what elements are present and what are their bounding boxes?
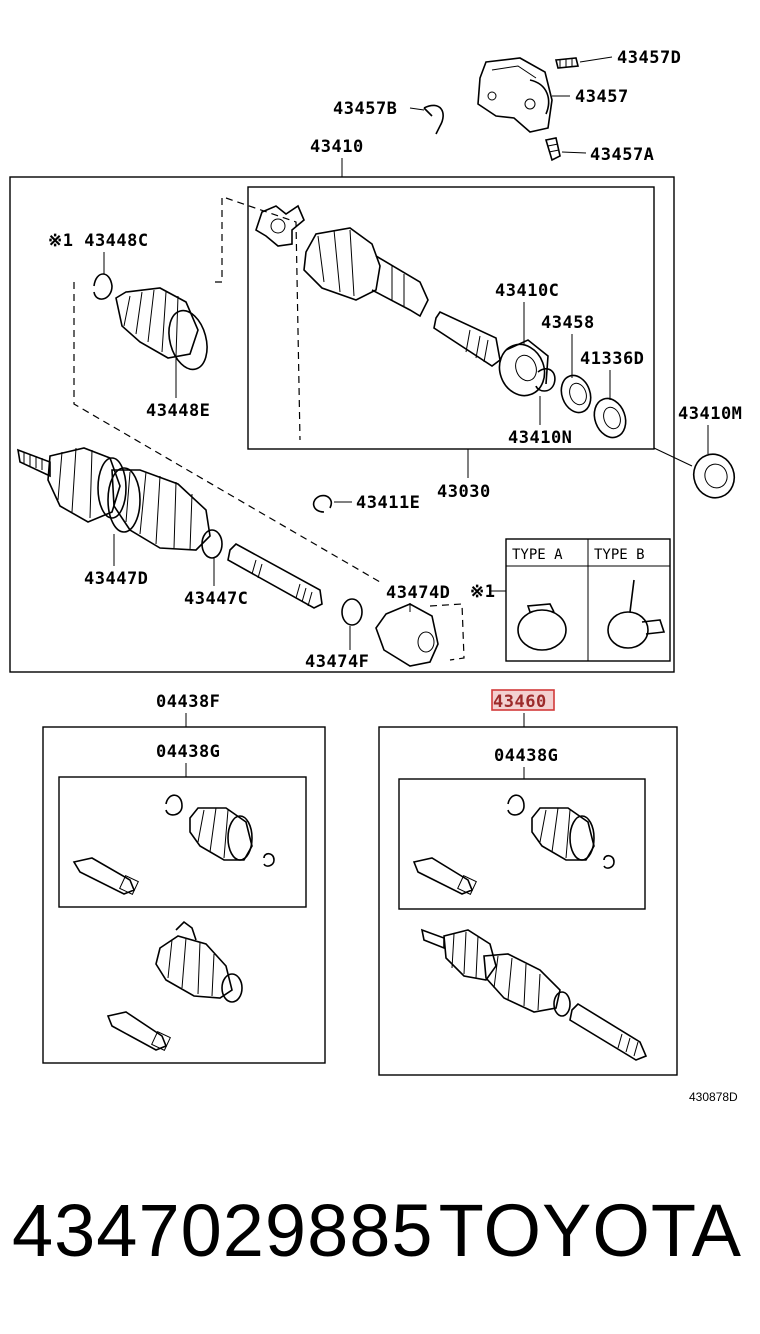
kit-box-04438F	[42, 726, 326, 1064]
label-43457D: 43457D	[617, 48, 681, 68]
outer-cv-joint	[16, 447, 127, 523]
label-43457A: 43457A	[590, 145, 654, 165]
seal-43410M	[692, 453, 736, 499]
label-43458: 43458	[541, 313, 595, 333]
bracket-assembly	[409, 56, 613, 162]
inner-box-43030	[247, 186, 655, 450]
bearing-housing-43410C	[498, 339, 549, 397]
spline-shaft	[433, 310, 501, 367]
snap-ring-43410N	[535, 368, 556, 392]
label-43474D: 43474D	[386, 583, 450, 603]
boot-kit-right	[412, 794, 615, 895]
diagram-code: 430878D	[689, 1090, 738, 1104]
label-04438G-right: 04438G	[494, 746, 558, 766]
type-a-label: TYPE A	[512, 547, 563, 563]
label-04438G-left: 04438G	[156, 742, 220, 762]
inner-joint-housing	[303, 227, 429, 318]
label-43457B: 43457B	[333, 99, 397, 119]
label-41336D: 41336D	[580, 349, 644, 369]
parts-diagram: 43457D 43457 43457B 43457A 43410 43030 4…	[9, 48, 742, 1104]
type-b-label: TYPE B	[594, 547, 645, 563]
drive-shaft-kit-right	[420, 928, 648, 1061]
label-43447D: 43447D	[84, 569, 148, 589]
label-43447C: 43447C	[184, 589, 248, 609]
clamp-type-b	[607, 579, 666, 649]
boot-43448E	[115, 287, 208, 371]
kit-inner-box-right	[398, 778, 646, 910]
label-43410M: 43410M	[678, 404, 742, 424]
kit-inner-box-left	[58, 776, 307, 908]
label-43410: 43410	[310, 137, 364, 157]
label-43457: 43457	[575, 87, 629, 107]
drive-shaft	[227, 543, 323, 609]
highlight-box-43460	[491, 689, 555, 711]
boot-43447D	[107, 467, 211, 551]
clamp-43447C	[201, 529, 223, 559]
note-1: ※1	[470, 582, 495, 602]
clamp-43448C	[93, 273, 113, 300]
snap-ring-43411E	[312, 494, 333, 513]
clamp-43474F	[341, 598, 363, 626]
label-43448E: 43448E	[146, 401, 210, 421]
kit-box-43460	[378, 726, 678, 1076]
label-43410N: 43410N	[508, 428, 572, 448]
bearing-43458	[560, 374, 592, 414]
seal-41336D	[593, 397, 627, 439]
label-43030: 43030	[437, 482, 491, 502]
label-43460: 43460	[493, 692, 547, 712]
label-43411E: 43411E	[356, 493, 420, 513]
brand-name: TOYOTA	[438, 1189, 742, 1272]
label-04438F: 04438F	[156, 692, 220, 712]
label-43448C: ※1 43448C	[48, 231, 149, 251]
clamp-type-a	[517, 603, 567, 651]
boot-43474D	[375, 603, 439, 667]
boot-kit-left	[72, 794, 275, 895]
label-43410C: 43410C	[495, 281, 559, 301]
boot-kit-left-outer	[106, 920, 243, 1051]
assembly-box-43410	[9, 176, 675, 673]
part-number: 4347029885	[12, 1189, 434, 1272]
label-43474F: 43474F	[305, 652, 369, 672]
tripod-joint	[255, 204, 305, 247]
